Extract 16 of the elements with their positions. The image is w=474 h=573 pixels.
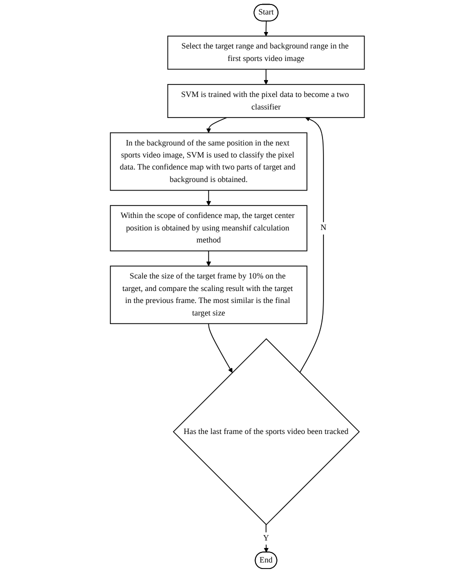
arrow (299, 117, 324, 374)
node-box (167, 36, 364, 70)
arrow (206, 250, 211, 266)
arrow (206, 190, 211, 206)
node-box (167, 84, 364, 118)
arrow (263, 20, 268, 36)
arrow (208, 323, 232, 373)
flowchart: Start Select the target range and background range in the first sports video image SVM is trained with the pixel data to become a two classifier In the background of the same position in the next sports video image, SVM is used to classify the pixel data. The confidence map with two parts of target and background is obtained. Within the scope of confidence map, the target center position is obtained by using meanshif calculation method N Scale the size of the target frame by 10% on the target, and compare the scaling result with the target in the previous frame. The most similar is the final target size Has the last frame of the sports video been tracked Y End (106, 0, 368, 573)
arrow (206, 117, 227, 133)
arrow (263, 68, 268, 85)
node-box (110, 132, 307, 191)
edge-label: Y (262, 534, 269, 543)
node-diamond (172, 338, 360, 526)
node-box (110, 266, 307, 324)
node-box (110, 205, 307, 252)
edge-label: N (320, 224, 326, 232)
